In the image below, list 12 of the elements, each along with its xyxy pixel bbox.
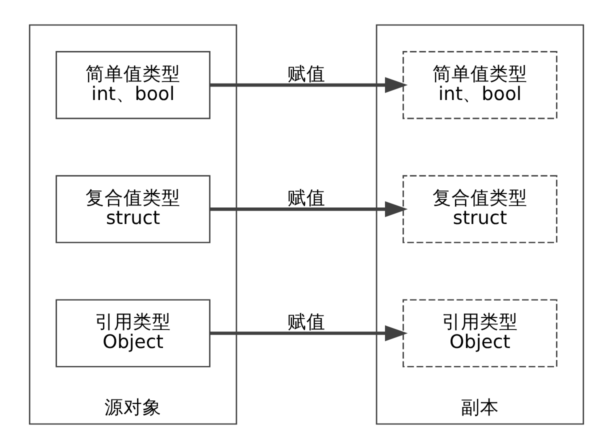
node-box: 简单值类型 int、bool bbox=[56, 50, 210, 119]
node-box: 引用类型 Object bbox=[56, 298, 210, 367]
node-box: 引用类型 Object bbox=[402, 298, 558, 367]
arrow bbox=[210, 76, 408, 93]
edge-label: 赋值 bbox=[288, 63, 326, 84]
node-box: 复合值类型 struct bbox=[402, 174, 558, 243]
node-box: 复合值类型 struct bbox=[56, 174, 210, 243]
edge-label: 赋值 bbox=[288, 188, 326, 209]
arrow bbox=[210, 200, 408, 217]
node-box: 简单值类型 int、bool bbox=[402, 50, 558, 119]
arrow bbox=[210, 324, 408, 341]
edge-label: 赋值 bbox=[288, 312, 326, 333]
